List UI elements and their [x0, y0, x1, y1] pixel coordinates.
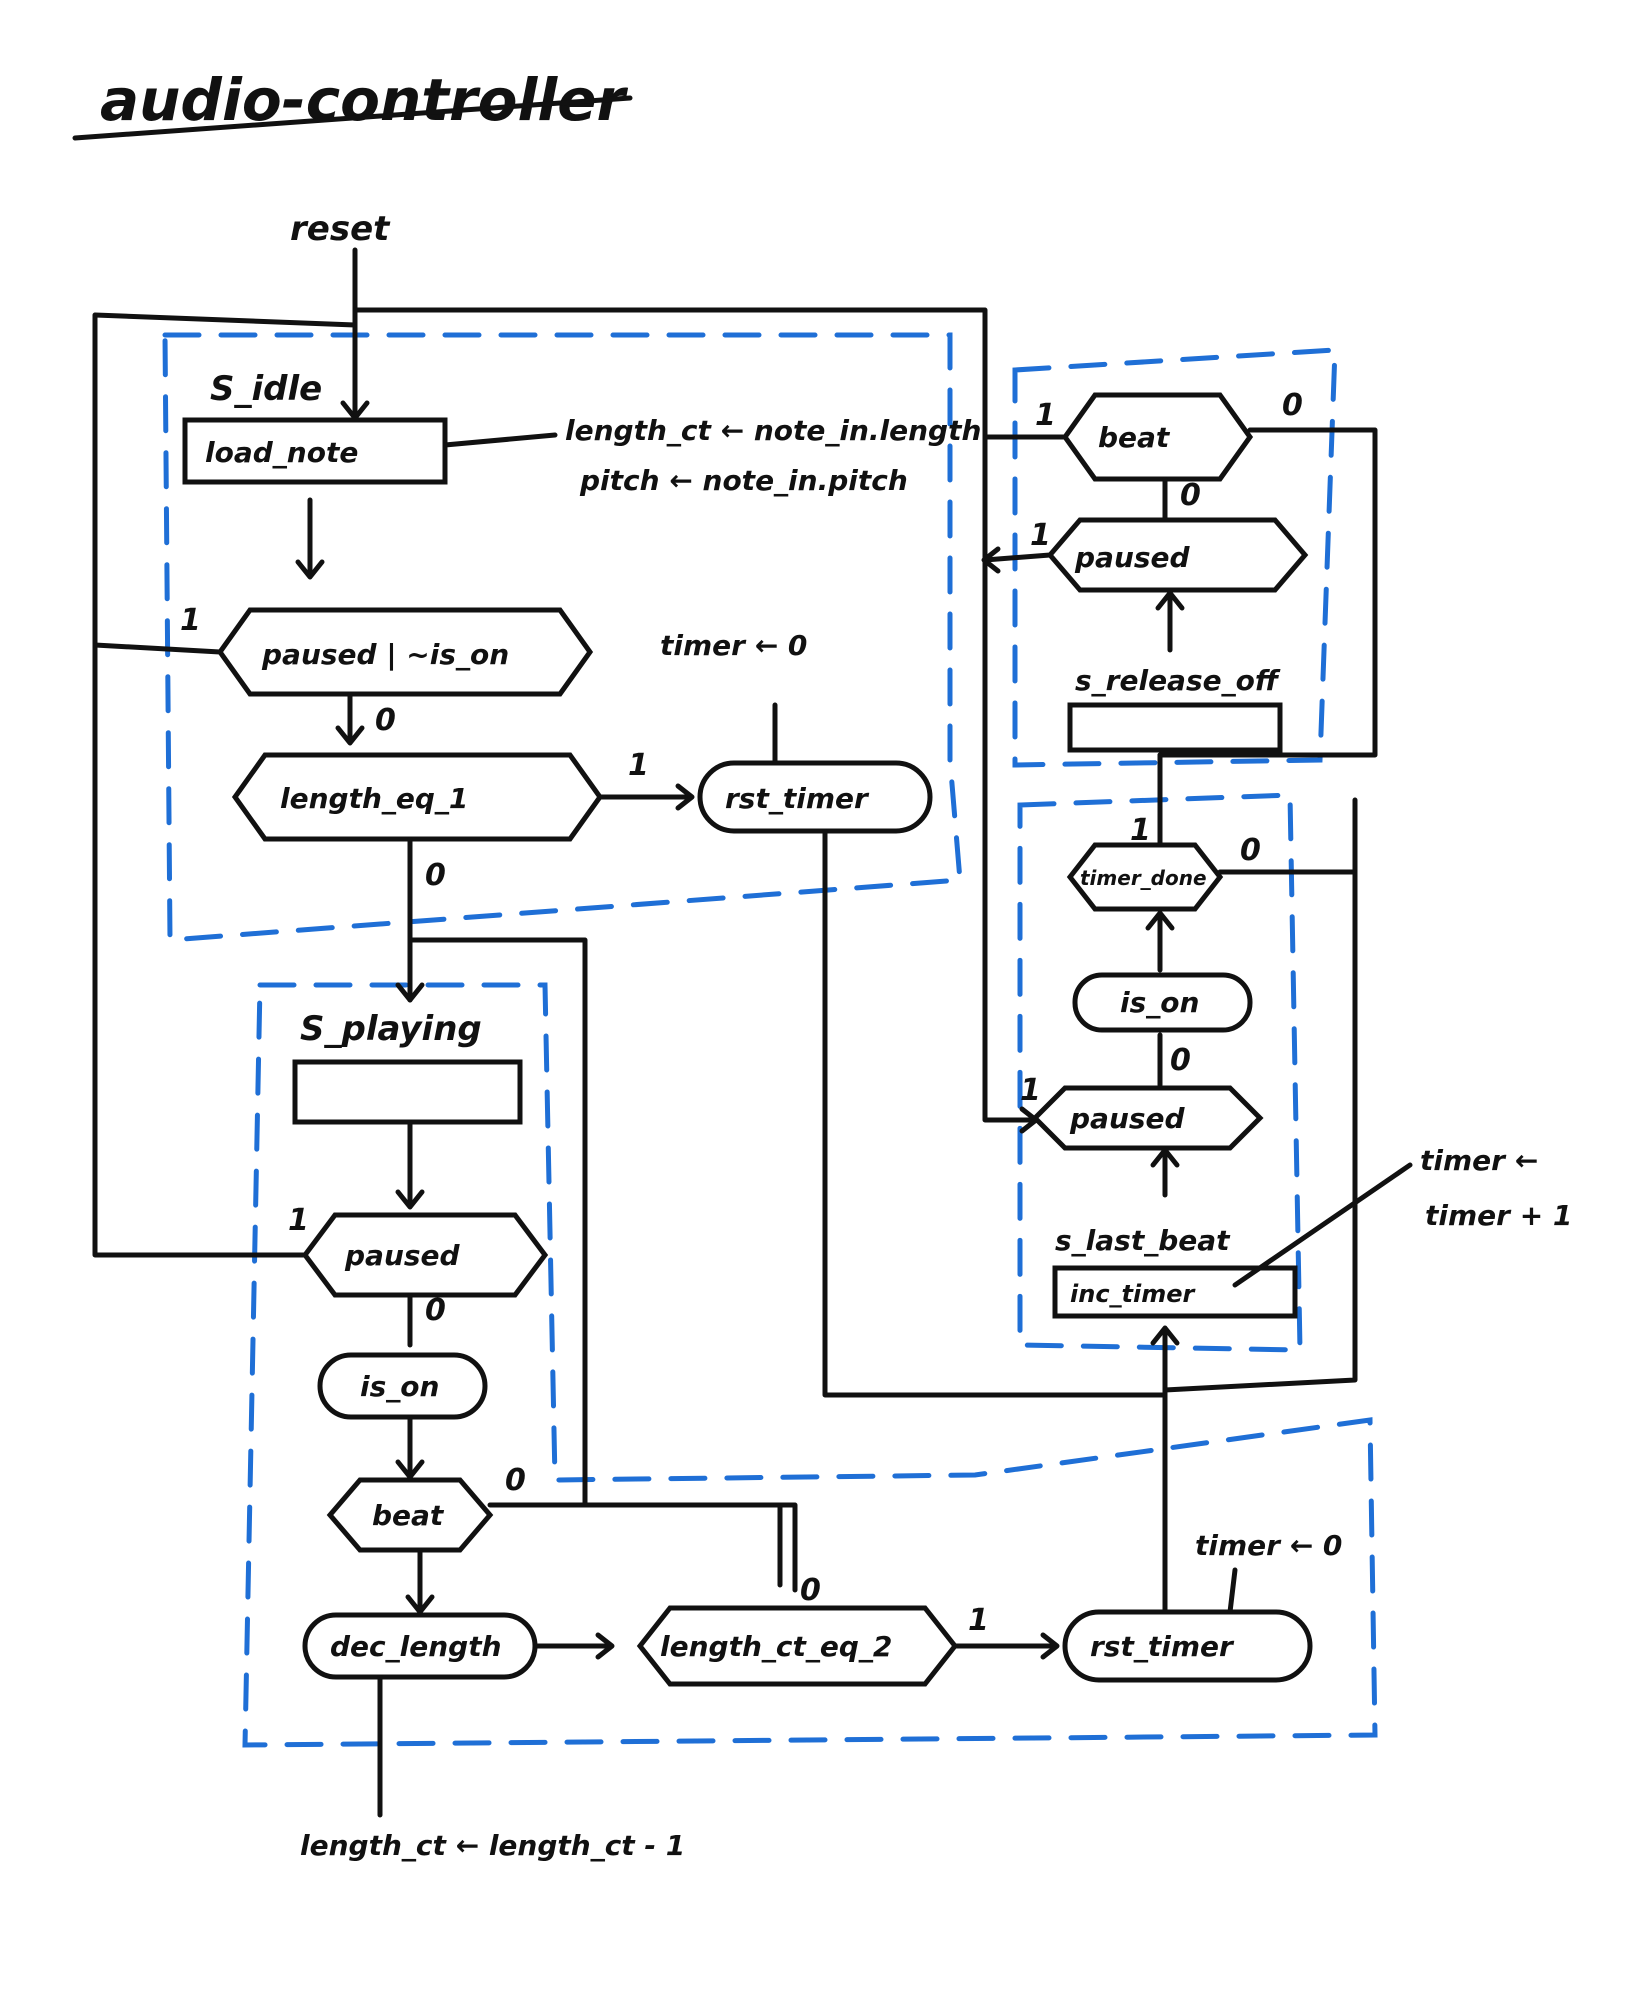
- decision-timer-done-label: timer_done: [1080, 866, 1207, 890]
- paused-idle-zero-arrow: [335, 725, 365, 746]
- beat-release-one-label: 1: [1035, 398, 1056, 433]
- state-release-off-label: s_release_off: [1075, 664, 1281, 697]
- state-playing-box: [292, 1059, 523, 1125]
- cond-rst-timer-1: [697, 760, 933, 834]
- playing-down-arrow: [395, 1189, 425, 1210]
- decision-paused-playing-label: paused: [344, 1239, 461, 1272]
- playing-entry-arrow: [395, 982, 425, 1003]
- decision-timer-done: [1066, 842, 1224, 912]
- length-eq-1-one-arrow: [675, 783, 695, 811]
- cond-dec-length-label: dec_length: [330, 1630, 502, 1663]
- timer-inc-note-1: timer ←: [1420, 1144, 1538, 1177]
- last-state-up-arrow: [1150, 1147, 1180, 1168]
- is-on-last-up-arrow: [1145, 910, 1175, 931]
- block-last-beat: [1017, 792, 1303, 1353]
- paused-idle-one-label: 1: [180, 603, 201, 638]
- idle-down-arrow: [295, 559, 325, 580]
- inc-timer-action: inc_timer: [1070, 1280, 1197, 1308]
- beat-release-zero-label: 0: [1282, 388, 1303, 423]
- top-loop-wire: [352, 307, 988, 583]
- decision-length-ct-eq-2: [636, 1605, 959, 1687]
- cond-is-on-playing: [317, 1352, 488, 1420]
- paused-release-one-label: 1: [1030, 518, 1051, 553]
- left-loop-wire: [92, 312, 358, 648]
- title-underline: [72, 95, 633, 141]
- beat-release-zero-wire: [1157, 427, 1378, 758]
- state-release-off-box: [1067, 702, 1283, 753]
- paused-release-one-wire: [982, 552, 1053, 563]
- rst-timer-1-out-wire: [822, 828, 1168, 1398]
- rst-timer-2-up-arrow: [1150, 1325, 1180, 1346]
- state-idle-box: [182, 417, 448, 485]
- decision-beat-release-label: beat: [1098, 421, 1171, 454]
- is-on-playing-down-arrow: [395, 1459, 425, 1480]
- chart-title: audio-controller: [100, 66, 629, 134]
- reset-label: reset: [290, 209, 391, 249]
- paused-playing-zero-label: 0: [425, 1293, 446, 1328]
- cond-rst-timer-2: [1062, 1609, 1313, 1683]
- rst-timer-2-note-tick: [1227, 1567, 1238, 1615]
- length-dec-note: length_ct ← length_ct - 1: [300, 1829, 685, 1862]
- cond-is-on-last-label: is_on: [1120, 986, 1199, 1019]
- cond-rst-timer-2-label: rst_timer: [1090, 1630, 1235, 1663]
- block-release-off: [1012, 347, 1338, 768]
- decision-beat-playing: [326, 1477, 494, 1553]
- beat-playing-zero-wire: [487, 1502, 798, 1593]
- beat-playing-zero-label: 0: [505, 1463, 526, 1498]
- beat-release-down-label: 0: [1180, 478, 1201, 513]
- decision-beat-playing-label: beat: [372, 1499, 445, 1532]
- load-assign-2: pitch ← note_in.pitch: [579, 464, 908, 497]
- paused-last-one-label: 1: [1020, 1073, 1041, 1108]
- decision-length-ct-eq-2-label: length_ct_eq_2: [660, 1630, 892, 1663]
- cond-is-on-playing-label: is_on: [360, 1370, 439, 1403]
- block-playing: [242, 982, 1378, 1748]
- cond-rst-timer-1-label: rst_timer: [725, 782, 870, 815]
- timer-zero-note-2: timer ← 0: [1195, 1529, 1342, 1562]
- length-ct-eq-2-one-arrow: [1040, 1632, 1060, 1660]
- length-ct-eq-2-zero-label: 0: [800, 1573, 821, 1608]
- paused-release-one-arrow: [981, 546, 1001, 574]
- length-eq-1-zero-label: 0: [425, 858, 446, 893]
- decision-paused-release-label: paused: [1074, 541, 1191, 574]
- state-idle-label: S_idle: [210, 369, 322, 409]
- length-eq-1-one-label: 1: [628, 748, 649, 783]
- cond-is-on-last: [1072, 972, 1253, 1033]
- state-playing-label: S_playing: [300, 1009, 482, 1049]
- decision-length-eq-1-label: length_eq_1: [280, 782, 468, 815]
- timer-zero-note-1: timer ← 0: [660, 629, 807, 662]
- beat-playing-one-arrow: [405, 1594, 435, 1615]
- load-assign-1: length_ct ← note_in.length: [565, 414, 981, 447]
- state-last-beat-box: [1052, 1265, 1298, 1319]
- dec-length-out-arrow: [595, 1632, 615, 1660]
- timer-done-one-label: 1: [1130, 813, 1151, 848]
- paused-playing-one-wire: [92, 642, 308, 1258]
- load-note-action: load_note: [205, 436, 358, 469]
- is-on-last-zero-label: 0: [1170, 1043, 1191, 1078]
- paused-idle-zero-label: 0: [375, 703, 396, 738]
- decision-paused-not-is-on-label: paused | ~is_on: [261, 638, 509, 671]
- state-last-beat-label: s_last_beat: [1055, 1224, 1231, 1257]
- length-ct-eq-2-one-label: 1: [968, 1603, 989, 1638]
- timer-done-zero-loop: [1162, 869, 1358, 1393]
- decision-paused-last-label: paused: [1069, 1102, 1186, 1135]
- paused-last-one-arrow: [1019, 1106, 1039, 1134]
- timer-inc-note-2: timer + 1: [1425, 1199, 1572, 1232]
- paused-last-one-wire: [982, 577, 1038, 1123]
- paused-idle-one-wire: [92, 642, 223, 655]
- release-state-up-arrow: [1155, 590, 1185, 611]
- paused-playing-one-label: 1: [288, 1203, 309, 1238]
- timer-done-zero-label: 0: [1240, 833, 1261, 868]
- load-note-annot-line: [442, 432, 558, 448]
- inc-timer-annot-line: [1232, 1162, 1413, 1288]
- decision-length-eq-1: [231, 752, 604, 842]
